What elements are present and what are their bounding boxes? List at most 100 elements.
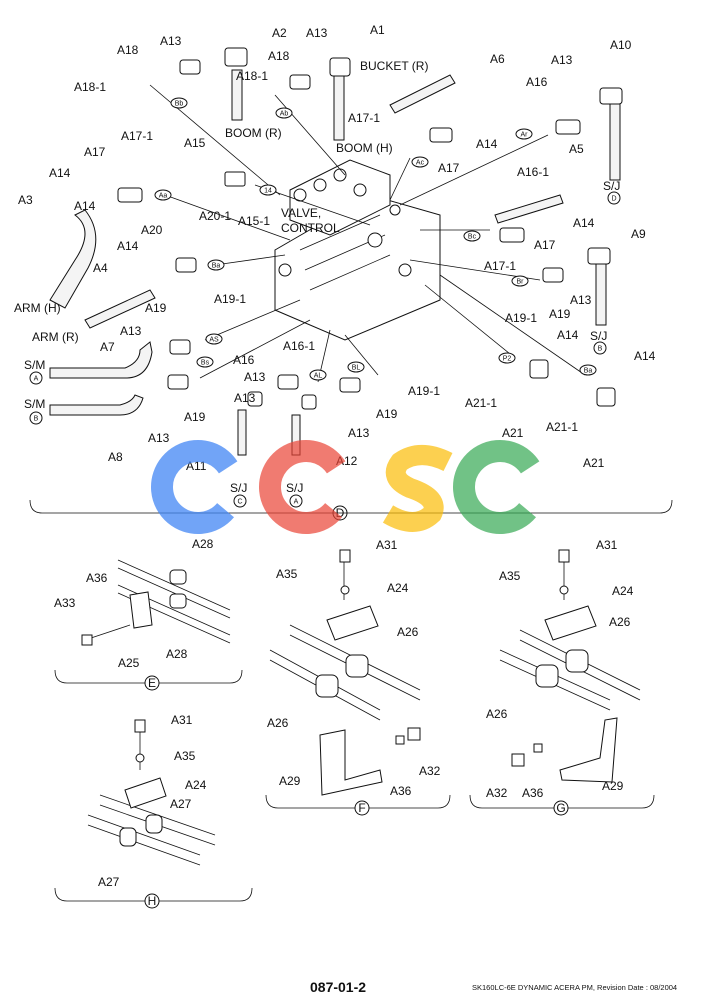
- tag-ac: Ac: [416, 160, 425, 167]
- label-a10: A10: [610, 38, 632, 52]
- label-f-a29: A29: [279, 774, 301, 788]
- label-a13: A13: [234, 391, 256, 405]
- label-a18: A18: [117, 43, 139, 57]
- label-g-a32: A32: [486, 786, 508, 800]
- tag-al: AL: [314, 373, 323, 380]
- label-sj: S/J: [230, 481, 247, 495]
- tag-p2: P2: [503, 356, 512, 363]
- label-a1: A1: [370, 23, 385, 37]
- hydraulic-assembly: Bb Ab Ac Ar Aa 14 Bc Br Ba AS Bs AL BL P…: [29, 47, 673, 521]
- label-a17: A17: [84, 145, 106, 159]
- label-boom-h: BOOM (H): [336, 141, 393, 155]
- detail-tag-e: E: [148, 676, 156, 690]
- label-a17: A17: [534, 238, 556, 252]
- tag-ba: Ba: [212, 263, 221, 270]
- tag-bb: Bb: [175, 101, 184, 108]
- label-a13: A13: [348, 426, 370, 440]
- label-a6: A6: [490, 52, 505, 66]
- label-a5: A5: [569, 142, 584, 156]
- label-g-a26: A26: [486, 707, 508, 721]
- label-a14: A14: [634, 349, 656, 363]
- detail-e: A28 A36 A33 A25 A28 E: [54, 537, 243, 691]
- label-e-a28: A28: [192, 537, 214, 551]
- tag-ar: Ar: [521, 132, 529, 139]
- label-a16-1: A16-1: [283, 339, 315, 353]
- label-sm: S/M: [24, 397, 45, 411]
- label-a16-1: A16-1: [517, 165, 549, 179]
- label-bucket-r: BUCKET (R): [360, 59, 428, 73]
- label-f-a35: A35: [276, 567, 298, 581]
- callout-sj-d: D: [611, 196, 616, 203]
- label-a13: A13: [551, 53, 573, 67]
- label-h-a24: A24: [185, 778, 207, 792]
- label-a17-1: A17-1: [121, 129, 153, 143]
- label-h-a27: A27: [170, 797, 192, 811]
- callout-sm-a: A: [34, 376, 39, 383]
- callout-circles: A B C A D B D: [29, 191, 621, 521]
- label-a13: A13: [160, 34, 182, 48]
- tag-14: 14: [264, 188, 272, 195]
- tag-ba-2: Ba: [584, 368, 593, 375]
- label-a2: A2: [272, 26, 287, 40]
- tag-bs: Bs: [201, 360, 210, 367]
- cgsc-watermark: [151, 440, 547, 534]
- tag-ab: Ab: [280, 111, 289, 118]
- hoses: [49, 69, 621, 456]
- label-a21: A21: [583, 456, 605, 470]
- label-sj: S/J: [590, 329, 607, 343]
- label-a17-1: A17-1: [348, 111, 380, 125]
- label-a14: A14: [49, 166, 71, 180]
- label-a8: A8: [108, 450, 123, 464]
- label-a15-1: A15-1: [238, 214, 270, 228]
- detail-g: A31 A35 A24 A26 A26 A32 A36 A29 G: [469, 538, 655, 816]
- label-a18-1: A18-1: [236, 69, 268, 83]
- callout-sj-a: A: [294, 499, 299, 506]
- label-a14: A14: [573, 216, 595, 230]
- label-a16: A16: [233, 353, 255, 367]
- label-e-a28: A28: [166, 647, 188, 661]
- label-f-a24: A24: [387, 581, 409, 595]
- label-valve: VALVE,: [281, 206, 321, 220]
- label-a19: A19: [184, 410, 206, 424]
- label-a19-1: A19-1: [214, 292, 246, 306]
- control-valve-block: [274, 159, 441, 341]
- label-a19: A19: [145, 301, 167, 315]
- label-h-a35: A35: [174, 749, 196, 763]
- fittings: [117, 47, 623, 410]
- label-f-a36: A36: [390, 784, 412, 798]
- label-a13: A13: [120, 324, 142, 338]
- detail-tag-f: F: [358, 801, 365, 815]
- label-a14: A14: [74, 199, 96, 213]
- watermark-c1: [151, 440, 245, 534]
- label-a15: A15: [184, 136, 206, 150]
- label-a21-1: A21-1: [465, 396, 497, 410]
- detail-h: A31 A35 A24 A27 A27 H: [54, 713, 253, 909]
- label-a14: A14: [117, 239, 139, 253]
- tag-aa: Aa: [159, 193, 168, 200]
- label-g-a26: A26: [609, 615, 631, 629]
- label-sm: S/M: [24, 358, 45, 372]
- label-a13: A13: [244, 370, 266, 384]
- label-a21-1: A21-1: [546, 420, 578, 434]
- watermark-c2: [453, 440, 547, 534]
- label-sj: S/J: [603, 179, 620, 193]
- label-a13: A13: [570, 293, 592, 307]
- tag-bl: BL: [352, 365, 361, 372]
- label-a16: A16: [526, 75, 548, 89]
- callout-sj-b: B: [598, 346, 603, 353]
- label-g-a36: A36: [522, 786, 544, 800]
- label-a19-1: A19-1: [408, 384, 440, 398]
- label-a14: A14: [557, 328, 579, 342]
- detail-tag-h: H: [148, 894, 157, 908]
- label-g-a24: A24: [612, 584, 634, 598]
- label-e-a25: A25: [118, 656, 140, 670]
- label-arm-r: ARM (R): [32, 330, 79, 344]
- tag-as: AS: [209, 337, 219, 344]
- detail-f: A31 A35 A24 A26 A26 A29 A36 A32 F: [265, 538, 451, 816]
- label-arm-h: ARM (H): [14, 301, 61, 315]
- port-tags: Bb Ab Ac Ar Aa 14 Bc Br Ba AS Bs AL BL P…: [154, 97, 597, 381]
- label-a19: A19: [376, 407, 398, 421]
- label-sj: S/J: [286, 481, 303, 495]
- tag-br: Br: [517, 279, 525, 286]
